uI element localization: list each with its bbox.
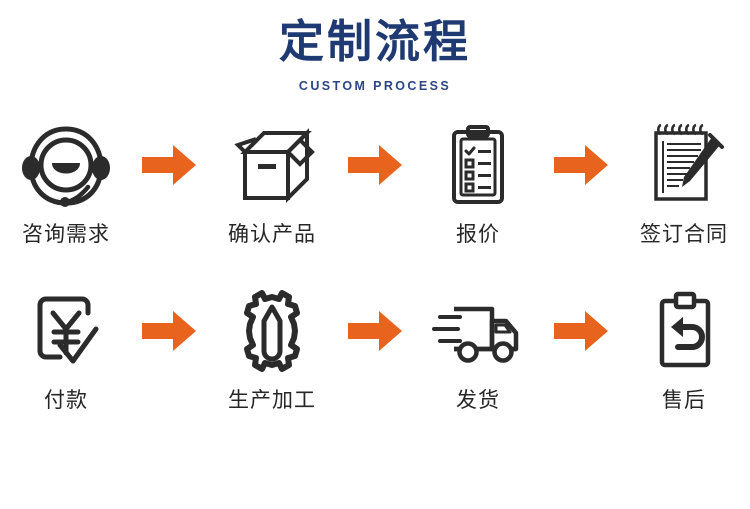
gear-tool-icon (206, 283, 338, 379)
process-step-label: 咨询需求 (22, 221, 110, 246)
process-step-label: 报价 (456, 221, 500, 246)
arrow-right-icon (338, 283, 412, 379)
process-step-quotation[interactable]: 报价 (412, 117, 544, 245)
process-step-payment[interactable]: 付款 (0, 283, 132, 411)
process-step-label: 付款 (44, 387, 88, 412)
process-step-shipping[interactable]: 发货 (412, 283, 544, 411)
process-step-label: 售后 (662, 387, 706, 412)
arrow-right-icon (544, 117, 618, 213)
process-step-consult[interactable]: 咨询需求 (0, 117, 132, 245)
process-step-label: 生产加工 (228, 387, 316, 412)
page-title: 定制流程 (278, 15, 471, 68)
process-step-sign-contract[interactable]: 签订合同 (618, 117, 750, 245)
notepad-pen-icon (618, 117, 750, 213)
process-row-2: 付款 生产加工 (0, 283, 750, 411)
clipboard-return-arrow-icon (618, 283, 750, 379)
payment-yuan-check-icon (0, 283, 132, 379)
process-step-after-sales[interactable]: 售后 (618, 283, 750, 411)
arrow-right-icon (132, 283, 206, 379)
package-box-icon (206, 117, 338, 213)
arrow-right-icon (338, 117, 412, 213)
page-subtitle: CUSTOM PROCESS (298, 78, 452, 93)
process-step-label: 签订合同 (640, 221, 728, 246)
process-step-label: 确认产品 (228, 221, 316, 246)
process-step-label: 发货 (456, 387, 500, 412)
delivery-truck-icon (412, 283, 544, 379)
headset-support-icon (0, 117, 132, 213)
process-row-1: 咨询需求 (0, 117, 750, 245)
arrow-right-icon (544, 283, 618, 379)
process-step-confirm-product[interactable]: 确认产品 (206, 117, 338, 245)
clipboard-checklist-icon (412, 117, 544, 213)
arrow-right-icon (132, 117, 206, 213)
process-step-production[interactable]: 生产加工 (206, 283, 338, 411)
header: 定制流程 CUSTOM PROCESS (0, 0, 750, 93)
